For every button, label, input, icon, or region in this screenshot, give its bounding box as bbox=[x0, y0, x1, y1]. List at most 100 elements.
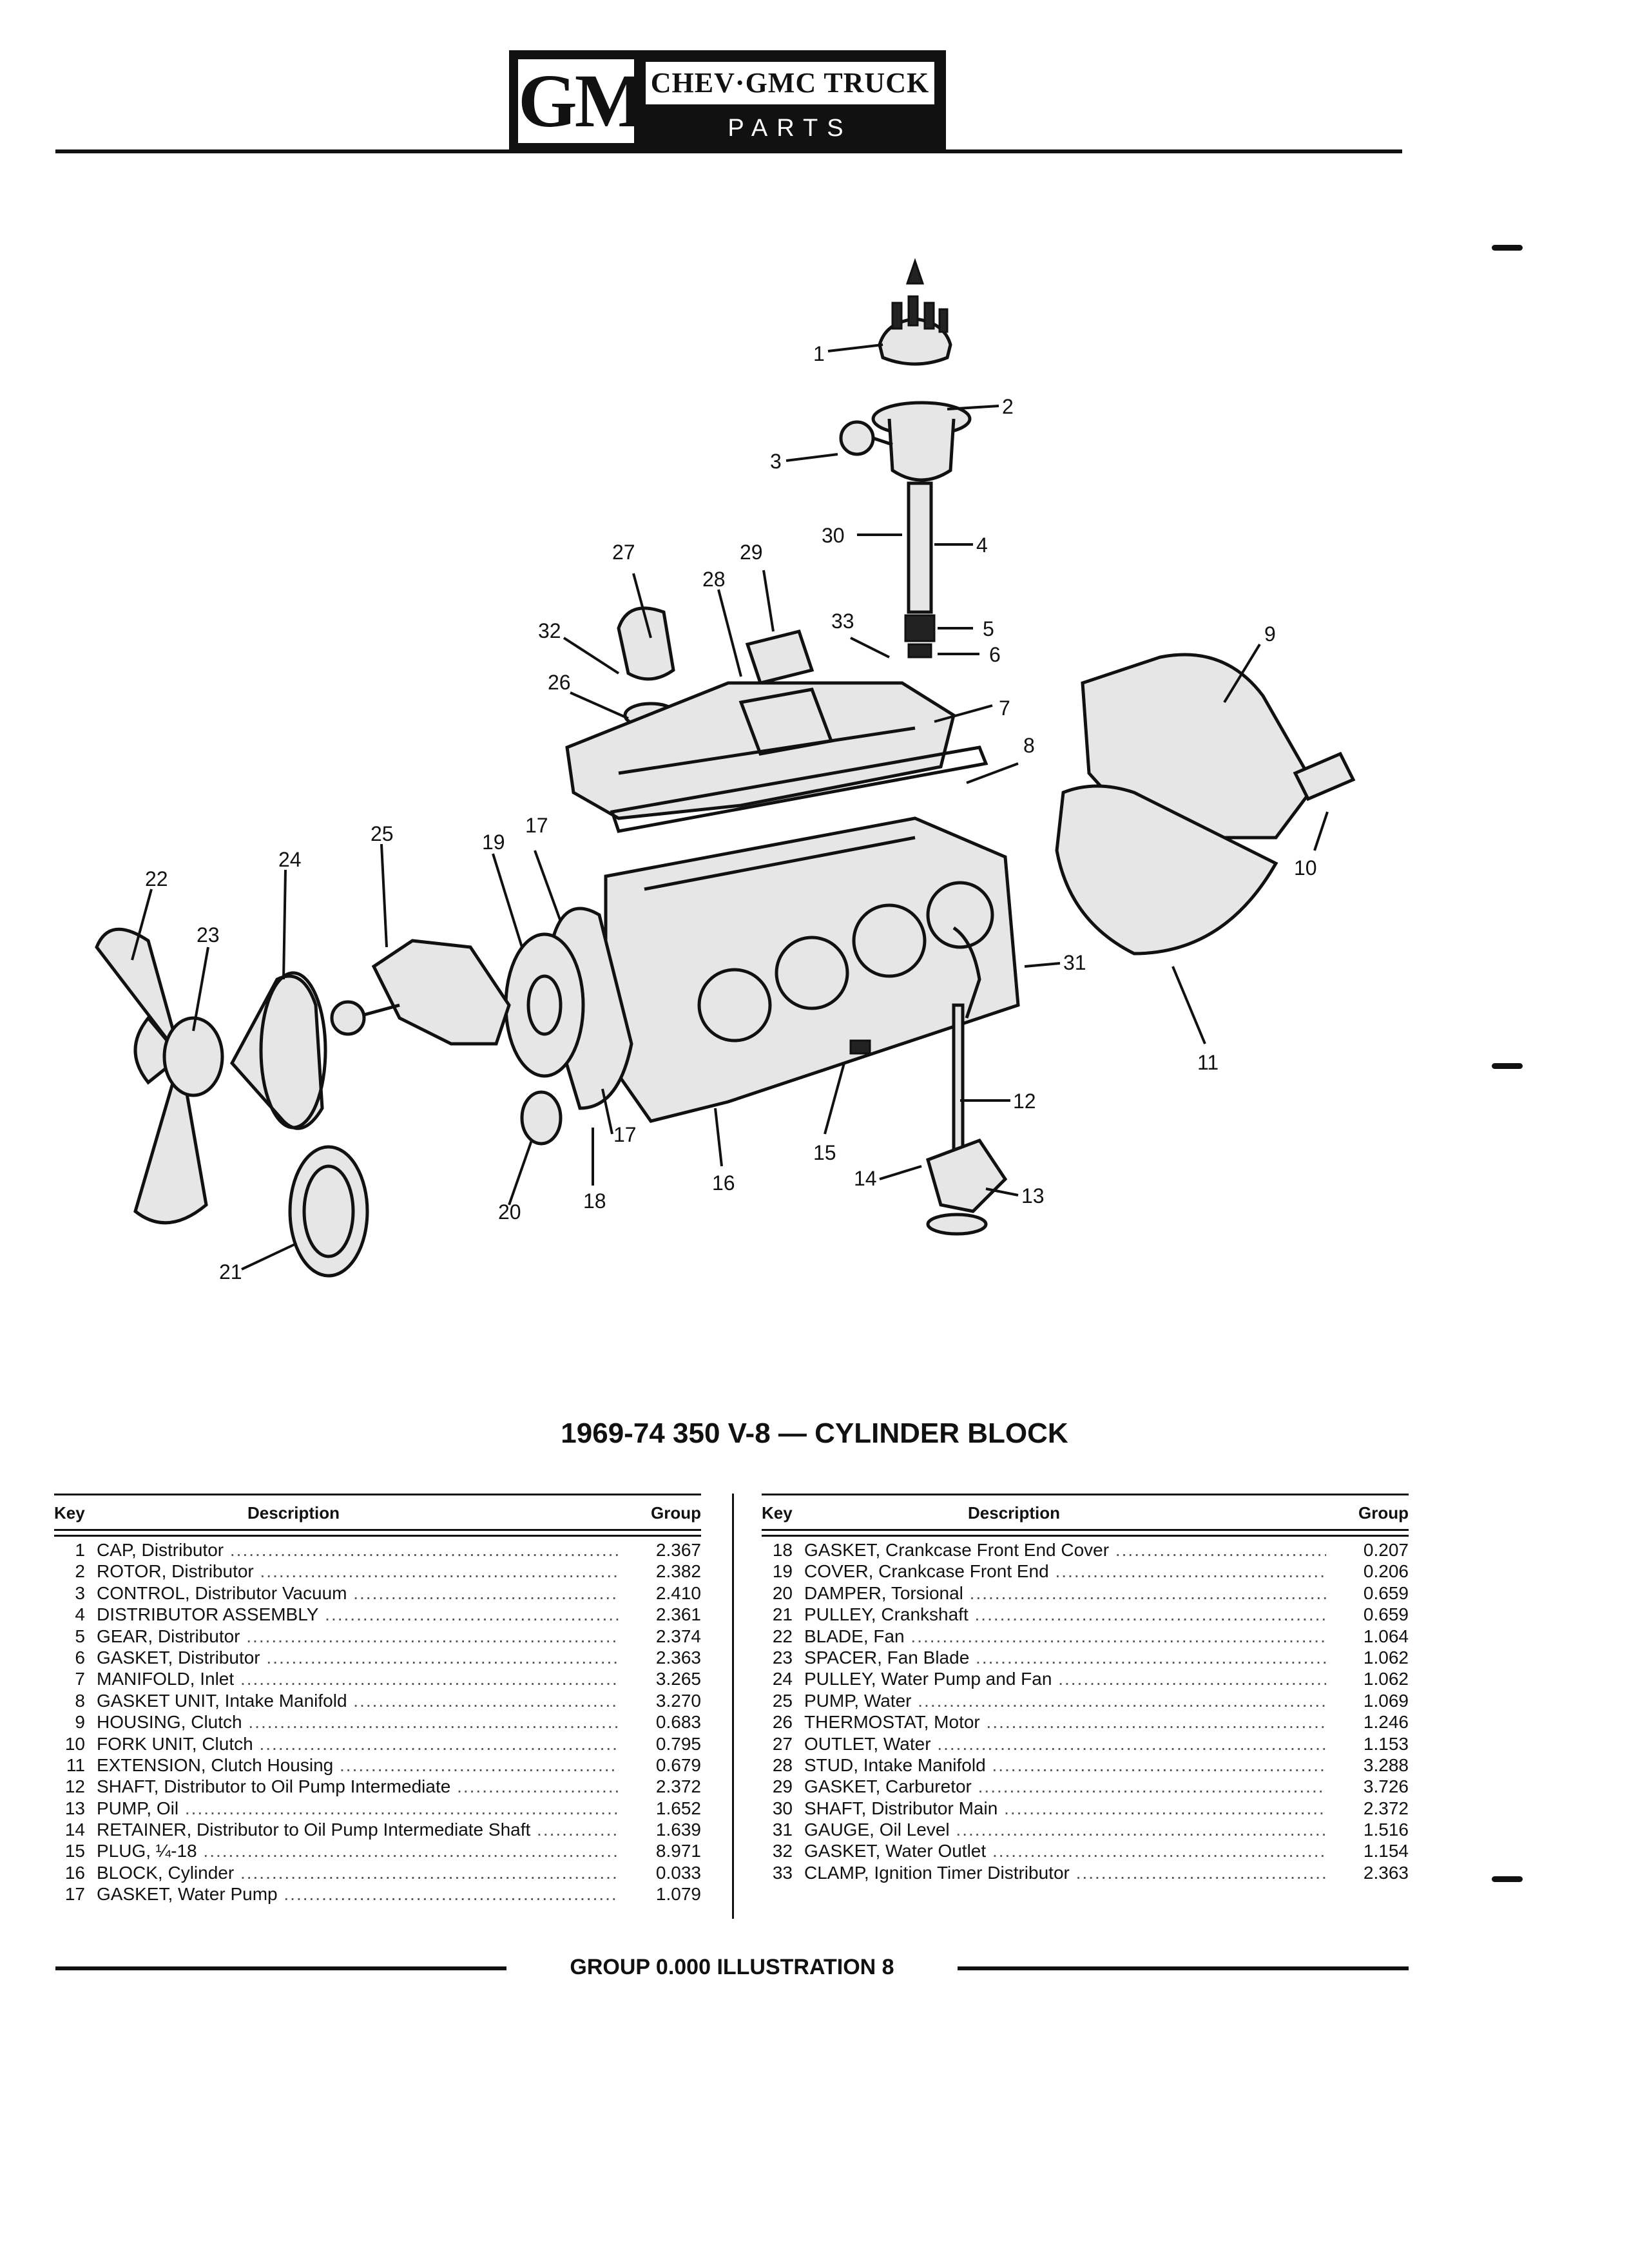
callout-26: 26 bbox=[548, 671, 571, 694]
table-row: 13 PUMP, Oil ............................… bbox=[54, 1798, 701, 1819]
callout-16: 16 bbox=[712, 1171, 735, 1195]
distributor-cap-drawing bbox=[878, 258, 952, 366]
callout-22: 22 bbox=[145, 867, 168, 890]
part-description-text: GASKET, Water Outlet bbox=[804, 1841, 987, 1861]
part-key: 26 bbox=[772, 1712, 793, 1733]
part-key: 21 bbox=[772, 1604, 793, 1625]
header-group: Group bbox=[651, 1503, 701, 1523]
part-description-text: STUD, Intake Manifold bbox=[804, 1754, 986, 1775]
callout-14: 14 bbox=[854, 1167, 877, 1190]
header-description: Description bbox=[968, 1503, 1061, 1523]
leader-dots: ........................................… bbox=[260, 1561, 619, 1582]
leader-dots: ........................................… bbox=[1004, 1798, 1326, 1818]
part-description: GASKET, Water Outlet ...................… bbox=[804, 1840, 1326, 1861]
part-description-text: HOUSING, Clutch bbox=[97, 1712, 242, 1733]
part-description-text: GEAR, Distributor bbox=[97, 1626, 240, 1646]
header-rule bbox=[55, 149, 1402, 153]
part-description-text: DISTRIBUTOR ASSEMBLY bbox=[97, 1604, 319, 1625]
part-group-number: 1.069 bbox=[1363, 1690, 1409, 1711]
part-key: 22 bbox=[772, 1626, 793, 1646]
part-key: 12 bbox=[64, 1776, 85, 1797]
leader-dots: ........................................… bbox=[537, 1820, 619, 1840]
callout-3: 3 bbox=[770, 450, 782, 473]
part-description-text: CAP, Distributor bbox=[97, 1540, 224, 1560]
callout-15: 15 bbox=[813, 1141, 836, 1164]
page-edge-mark bbox=[1492, 1876, 1523, 1882]
part-group-number: 0.206 bbox=[1363, 1561, 1409, 1582]
leader-dots: ........................................… bbox=[340, 1754, 619, 1775]
part-key: 1 bbox=[75, 1540, 85, 1560]
brand-name: CHEV·GMC TRUCK bbox=[646, 62, 934, 104]
part-description-text: PUMP, Water bbox=[804, 1690, 912, 1711]
callout-29: 29 bbox=[740, 541, 763, 564]
part-key: 27 bbox=[772, 1733, 793, 1754]
callout-12: 12 bbox=[1013, 1090, 1036, 1113]
part-key: 5 bbox=[75, 1626, 85, 1646]
part-group-number: 2.372 bbox=[1363, 1798, 1409, 1818]
part-group-number: 2.363 bbox=[655, 1647, 701, 1667]
leader-dots: ........................................… bbox=[248, 1712, 619, 1733]
leader-dots: ........................................… bbox=[1058, 1669, 1326, 1689]
carburetor-gasket-drawing bbox=[745, 629, 815, 685]
part-description: DAMPER, Torsional ......................… bbox=[804, 1582, 1326, 1604]
page-edge-mark bbox=[1492, 245, 1523, 251]
leader-dots: ........................................… bbox=[956, 1820, 1326, 1840]
exploded-engine-illustration: 1 2 3 30 4 27 29 28 33 5 6 32 26 7 8 9 1… bbox=[95, 258, 1356, 1283]
intake-manifold-drawing bbox=[565, 681, 956, 820]
leader-dots: ........................................… bbox=[184, 1798, 619, 1818]
callout-9: 9 bbox=[1264, 622, 1276, 646]
distributor-assembly-drawing bbox=[839, 401, 972, 658]
part-key: 13 bbox=[64, 1798, 85, 1818]
footer-rule-right bbox=[958, 1966, 1409, 1970]
part-description-text: MANIFOLD, Inlet bbox=[97, 1669, 235, 1689]
callout-28: 28 bbox=[702, 568, 726, 591]
leader-dots: ........................................… bbox=[974, 1604, 1327, 1625]
callout-5: 5 bbox=[983, 617, 994, 640]
callout-31: 31 bbox=[1063, 951, 1086, 974]
part-description-text: PUMP, Oil bbox=[97, 1798, 179, 1818]
clutch-fork-drawing bbox=[1293, 751, 1356, 802]
part-description-text: GASKET UNIT, Intake Manifold bbox=[97, 1690, 347, 1711]
part-description: COVER, Crankcase Front End .............… bbox=[804, 1561, 1326, 1582]
part-key: 6 bbox=[75, 1647, 85, 1667]
part-group-number: 0.683 bbox=[655, 1712, 701, 1733]
part-description-text: PULLEY, Water Pump and Fan bbox=[804, 1669, 1052, 1689]
part-description-text: BLOCK, Cylinder bbox=[97, 1862, 235, 1883]
leader-dots: ........................................… bbox=[259, 1733, 619, 1754]
part-description-text: GASKET, Water Pump bbox=[97, 1884, 278, 1905]
part-key: 9 bbox=[75, 1712, 85, 1733]
leader-dots: ........................................… bbox=[353, 1690, 619, 1711]
part-description: CLAMP, Ignition Timer Distributor ......… bbox=[804, 1862, 1326, 1883]
callout-18: 18 bbox=[583, 1189, 606, 1213]
part-group-number: 0.207 bbox=[1363, 1540, 1409, 1560]
callout-4: 4 bbox=[976, 533, 988, 557]
part-description-text: CLAMP, Ignition Timer Distributor bbox=[804, 1862, 1070, 1883]
part-description: CONTROL, Distributor Vacuum ............… bbox=[97, 1582, 619, 1604]
part-description: THERMOSTAT, Motor ......................… bbox=[804, 1711, 1326, 1733]
water-pump-drawing bbox=[330, 939, 511, 1046]
callout-1: 1 bbox=[813, 342, 825, 365]
callout-30: 30 bbox=[822, 524, 845, 547]
illustration-title: 1969-74 350 V-8 — CYLINDER BLOCK bbox=[561, 1418, 1068, 1449]
part-key: 2 bbox=[75, 1561, 85, 1582]
part-description-text: CONTROL, Distributor Vacuum bbox=[97, 1582, 347, 1603]
part-key: 17 bbox=[64, 1884, 85, 1905]
callout-25: 25 bbox=[371, 822, 394, 845]
part-description: ROTOR, Distributor .....................… bbox=[97, 1561, 619, 1582]
leader-lines bbox=[131, 343, 1329, 1271]
callout-7: 7 bbox=[999, 697, 1010, 720]
part-description-text: GASKET, Carburetor bbox=[804, 1776, 972, 1797]
part-key: 15 bbox=[64, 1841, 85, 1861]
header-group: Group bbox=[1358, 1503, 1409, 1523]
leader-dots: ........................................… bbox=[976, 1647, 1326, 1667]
